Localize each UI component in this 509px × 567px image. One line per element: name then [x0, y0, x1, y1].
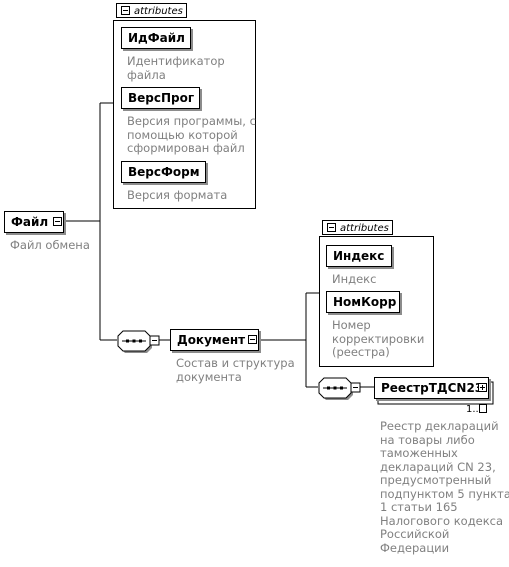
- document-element-node[interactable]: Документ: [170, 329, 259, 351]
- document-attributes-collapse-icon[interactable]: [327, 223, 336, 232]
- attr-versprog-name: ВерсПрог: [128, 91, 195, 105]
- registry-element-description: Реестр деклараций на товары либо таможен…: [380, 419, 509, 555]
- file-attributes-tab[interactable]: attributes: [116, 3, 187, 18]
- attr-idfile-node[interactable]: ИдФайл: [121, 27, 191, 49]
- attr-nomkorr-node[interactable]: НомКорр: [326, 291, 400, 313]
- root-element-name: Файл: [11, 215, 49, 229]
- attr-idfile-description: Идентификатор файла: [127, 54, 225, 82]
- root-collapse-icon[interactable]: [53, 217, 62, 226]
- sequence-compositor-1: [117, 330, 160, 353]
- document-element-description: Состав и структура документа: [176, 356, 295, 384]
- attr-versprog-node[interactable]: ВерсПрог: [121, 87, 200, 109]
- attr-index-description: Индекс: [332, 272, 377, 286]
- document-attributes-label: attributes: [340, 223, 389, 234]
- file-attributes-collapse-icon[interactable]: [121, 6, 130, 15]
- root-element-description: Файл обмена: [10, 238, 90, 252]
- registry-element-node[interactable]: РеестрТДCN23: [374, 377, 489, 399]
- attr-versform-description: Версия формата: [127, 188, 228, 202]
- attr-versprog-description: Версия программы, с помощью которой сфор…: [127, 114, 256, 155]
- attr-index-name: Индекс: [333, 249, 385, 263]
- infinity-icon: [478, 404, 487, 413]
- attr-versform-name: ВерсФорм: [128, 165, 200, 179]
- root-element-node[interactable]: Файл: [4, 211, 64, 233]
- attr-versform-node[interactable]: ВерсФорм: [121, 161, 206, 183]
- sequence-compositor-2: [318, 377, 361, 400]
- attr-index-node[interactable]: Индекс: [326, 245, 392, 267]
- attr-idfile-name: ИдФайл: [128, 31, 185, 45]
- attr-nomkorr-name: НомКорр: [333, 295, 397, 309]
- document-collapse-icon[interactable]: [248, 335, 257, 344]
- document-attributes-tab[interactable]: attributes: [322, 220, 393, 235]
- registry-element-name: РеестрТДCN23: [381, 381, 484, 395]
- file-attributes-label: attributes: [134, 6, 183, 17]
- attr-nomkorr-description: Номер корректировки (реестра): [332, 318, 425, 359]
- registry-occurrence: 1..: [466, 404, 487, 415]
- document-element-name: Документ: [177, 333, 246, 347]
- registry-expand-icon[interactable]: [478, 383, 487, 392]
